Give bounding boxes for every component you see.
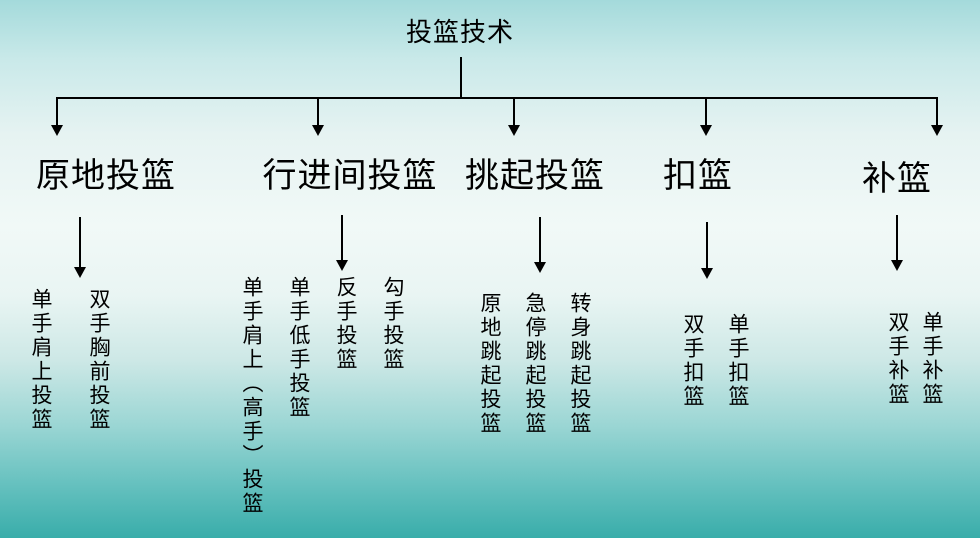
arrow-line: [936, 97, 938, 125]
leaf-label: 反手投篮: [334, 276, 358, 372]
arrow-head-icon: [51, 125, 63, 136]
arrow-head-icon: [891, 260, 903, 271]
leaf-label: 单手肩上投篮: [29, 288, 53, 432]
leaf-label: 双手补篮: [886, 311, 910, 407]
title-connector-line: [460, 57, 462, 97]
arrow-head-icon: [700, 125, 712, 136]
down-arrow: [891, 215, 903, 271]
down-arrow: [534, 217, 546, 273]
leaf-group-jump-shot: 原地跳起投篮 急停跳起投篮 转身跳起投篮: [477, 292, 593, 436]
arrow-line: [706, 222, 708, 268]
arrow-line: [513, 97, 515, 125]
arrow-head-icon: [931, 125, 943, 136]
arrow-line: [705, 97, 707, 125]
leaf-label: 单手低手投篮: [287, 276, 311, 420]
branch-label-moving-shot: 行进间投篮: [262, 158, 438, 195]
leaf-label: 单手扣篮: [726, 313, 750, 409]
arrow-line: [79, 217, 81, 267]
leaf-label: 原地跳起投篮: [478, 292, 502, 436]
leaf-label: 单手补篮: [920, 311, 944, 407]
branch-label-dunk: 扣篮: [663, 158, 733, 195]
branch-label-stationary-shot: 原地投篮: [36, 158, 176, 195]
arrow-head-icon: [701, 268, 713, 279]
arrow-line: [317, 97, 319, 125]
leaf-label: 双手扣篮: [681, 313, 705, 409]
down-arrow: [931, 97, 943, 136]
tree-horizontal-line: [56, 97, 938, 99]
arrow-head-icon: [336, 260, 348, 271]
arrow-head-icon: [534, 262, 546, 273]
leaf-label: 急停跳起投篮: [523, 292, 547, 436]
leaf-group-dunk: 双手扣篮 单手扣篮: [680, 313, 751, 409]
leaf-group-tip-in: 双手补篮 单手补篮: [885, 311, 945, 407]
arrow-line: [56, 97, 58, 125]
down-arrow: [74, 217, 86, 278]
arrow-head-icon: [312, 125, 324, 136]
down-arrow: [508, 97, 520, 136]
arrow-line: [341, 215, 343, 260]
down-arrow: [312, 97, 324, 136]
leaf-label: 单手肩上（高手）投篮: [240, 276, 264, 516]
down-arrow: [701, 222, 713, 279]
down-arrow: [51, 97, 63, 136]
arrow-head-icon: [508, 125, 520, 136]
down-arrow: [700, 97, 712, 136]
leaf-label: 转身跳起投篮: [568, 292, 592, 436]
leaf-label: 勾手投篮: [381, 276, 405, 372]
leaf-group-moving-shot: 单手肩上（高手）投篮 单手低手投篮 反手投篮 勾手投篮: [239, 276, 406, 516]
branch-label-tip-in: 补篮: [862, 161, 932, 198]
down-arrow: [336, 215, 348, 271]
branch-label-jump-shot: 挑起投篮: [465, 158, 605, 195]
leaf-group-stationary-shot: 单手肩上投篮 双手胸前投篮: [28, 288, 112, 432]
arrow-line: [896, 215, 898, 260]
diagram-title: 投篮技术: [405, 18, 515, 47]
arrow-head-icon: [74, 267, 86, 278]
leaf-label: 双手胸前投篮: [87, 288, 111, 432]
arrow-line: [539, 217, 541, 262]
